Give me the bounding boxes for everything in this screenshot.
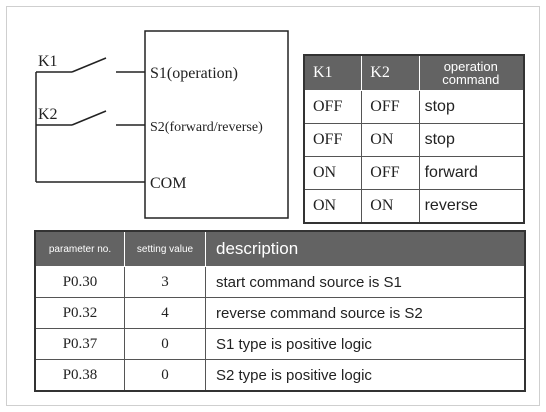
param-cell-number: P0.37 — [34, 328, 125, 360]
table-row: P0.30 3 start command source is S1 — [34, 266, 526, 298]
table-row: ON ON reverse — [303, 189, 525, 224]
truth-cell-command: stop — [418, 90, 525, 124]
parameter-table: parameter no. setting value description … — [34, 230, 526, 392]
table-row: OFF ON stop — [303, 123, 525, 157]
param-cell-description: S1 type is positive logic — [205, 328, 526, 360]
param-cell-number: P0.38 — [34, 359, 125, 392]
switch-label-k2: K2 — [38, 106, 58, 123]
param-cell-description: start command source is S1 — [205, 266, 526, 298]
truth-cell-k2: ON — [361, 123, 420, 157]
table-row: P0.32 4 reverse command source is S2 — [34, 297, 526, 329]
truth-cell-k1: ON — [303, 189, 363, 224]
k1-switch-blade — [71, 57, 107, 73]
terminal-label-s2: S2(forward/reverse) — [150, 120, 263, 135]
table-row: P0.38 0 S2 type is positive logic — [34, 359, 526, 392]
table-row: OFF OFF stop — [303, 90, 525, 124]
param-header-setting: setting value — [124, 230, 206, 267]
truth-cell-k1: ON — [303, 156, 363, 190]
param-table-header-row: parameter no. setting value description — [34, 230, 526, 267]
param-cell-setting: 0 — [124, 359, 206, 392]
truth-cell-command: stop — [418, 123, 525, 157]
truth-table-header-row: K1 K2 operation command — [303, 54, 525, 91]
k2-switch-blade — [71, 110, 107, 126]
terminal-label-com: COM — [150, 175, 186, 192]
param-cell-setting: 3 — [124, 266, 206, 298]
truth-cell-k1: OFF — [303, 123, 363, 157]
table-row: ON OFF forward — [303, 156, 525, 190]
param-header-description: description — [205, 230, 526, 267]
param-cell-description: reverse command source is S2 — [205, 297, 526, 329]
param-cell-number: P0.30 — [34, 266, 125, 298]
param-cell-setting: 0 — [124, 328, 206, 360]
truth-cell-command: forward — [418, 156, 525, 190]
truth-header-command: operation command — [418, 54, 525, 91]
param-cell-description: S2 type is positive logic — [205, 359, 526, 392]
truth-cell-k2: ON — [361, 189, 420, 224]
param-header-number: parameter no. — [34, 230, 125, 267]
truth-cell-k2: OFF — [361, 156, 420, 190]
truth-table: K1 K2 operation command OFF OFF stop OFF… — [303, 54, 525, 224]
truth-cell-command: reverse — [418, 189, 525, 224]
truth-cell-k1: OFF — [303, 90, 363, 124]
truth-header-k2: K2 — [361, 54, 420, 91]
truth-header-k1: K1 — [303, 54, 363, 91]
switch-label-k1: K1 — [38, 53, 58, 70]
table-row: P0.37 0 S1 type is positive logic — [34, 328, 526, 360]
param-cell-setting: 4 — [124, 297, 206, 329]
param-cell-number: P0.32 — [34, 297, 125, 329]
terminal-label-s1: S1(operation) — [150, 65, 238, 82]
truth-cell-k2: OFF — [361, 90, 420, 124]
